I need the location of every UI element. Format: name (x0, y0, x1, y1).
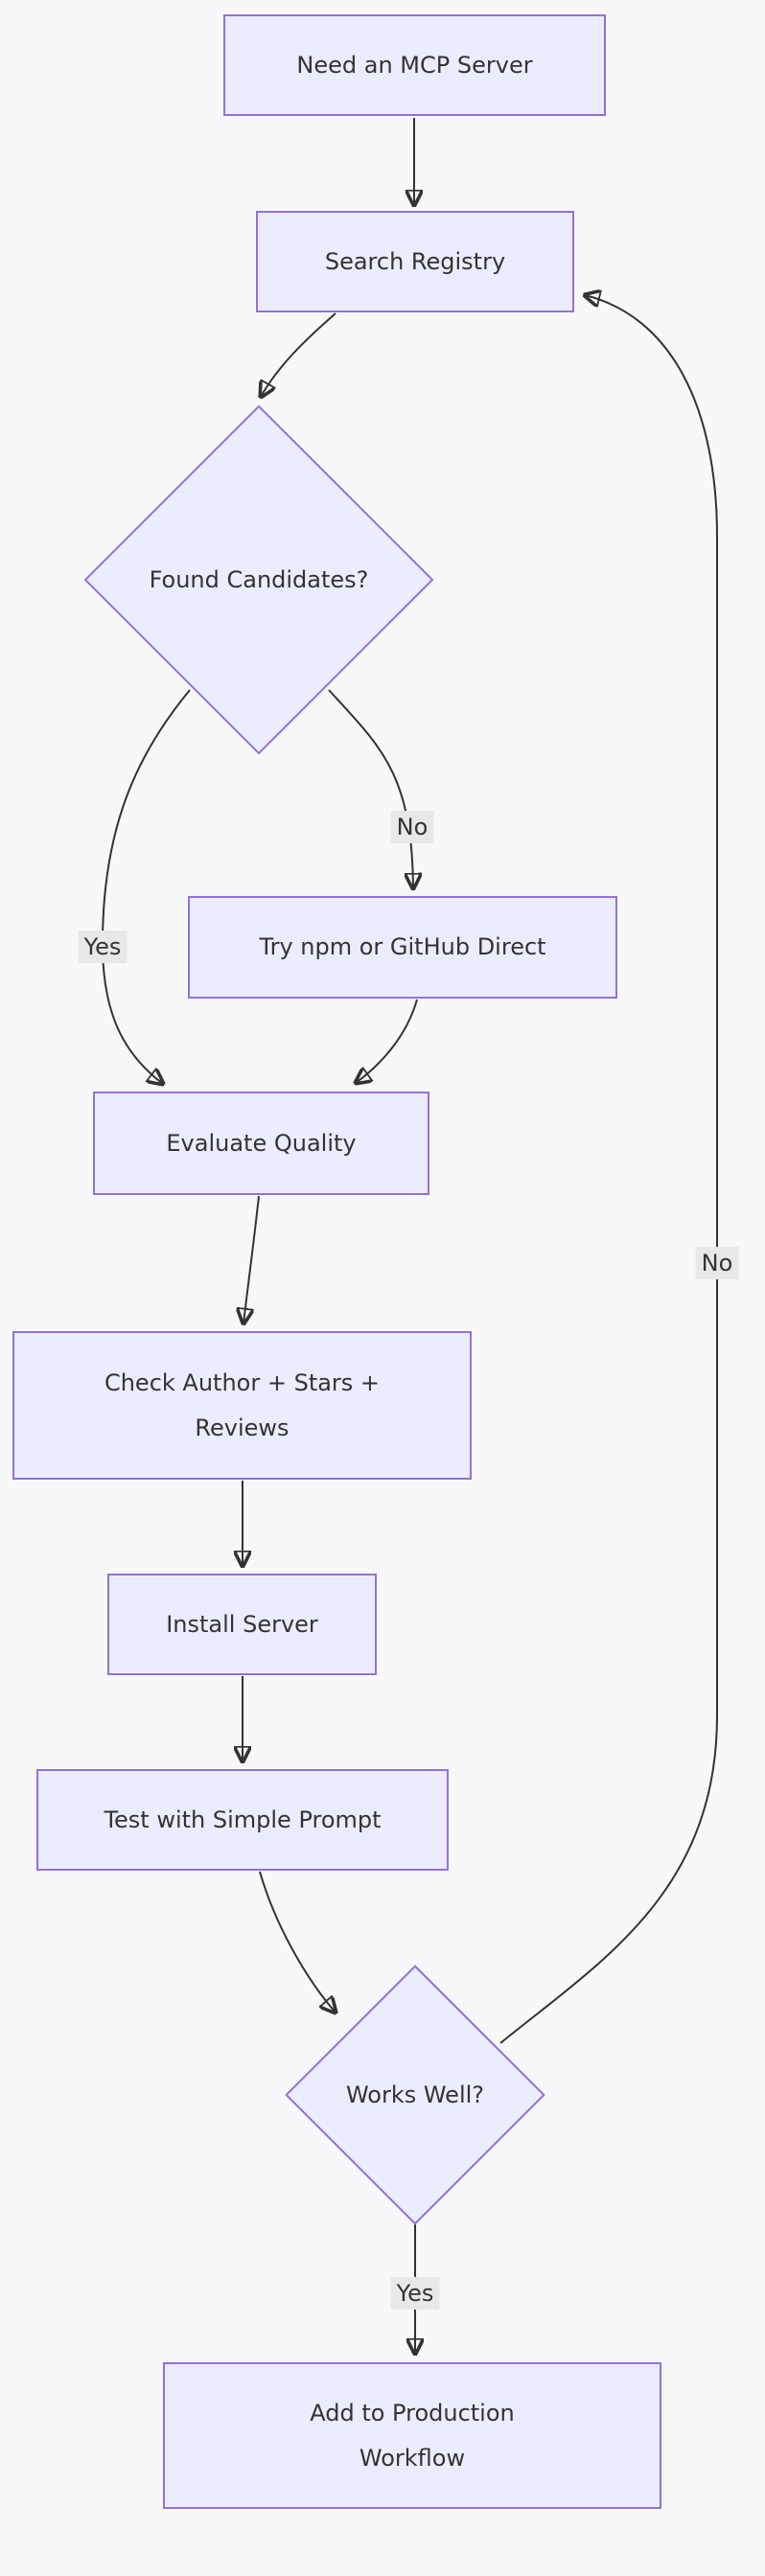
node-test-with-simple-prompt: Test with Simple Prompt (36, 1769, 449, 1871)
edge-label-works-yes-text: Yes (396, 2280, 434, 2307)
edge-label-found-no-text: No (396, 814, 429, 840)
edge-evaluate-to-check (243, 1195, 260, 1323)
edge-label-works-no: No (695, 1247, 739, 1279)
edge-label-works-no-text: No (701, 1250, 733, 1276)
edge-label-found-yes: Yes (78, 931, 128, 963)
node-works-well-label: Works Well? (300, 2076, 530, 2114)
edge-test-to-works (259, 1871, 336, 2012)
edge-try-to-evaluate (356, 999, 418, 1083)
node-add-line-1: Add to Production (310, 2399, 515, 2426)
node-install-server-label: Install Server (166, 1610, 318, 1638)
node-works-well-text: Works Well? (345, 2082, 485, 2108)
node-need-mcp-server: Need an MCP Server (223, 14, 606, 116)
node-need-mcp-server-label: Need an MCP Server (296, 51, 533, 79)
node-test-with-simple-prompt-label: Test with Simple Prompt (104, 1806, 382, 1833)
node-try-npm-or-github: Try npm or GitHub Direct (188, 896, 617, 999)
node-check-line-1: Check Author + Stars + (104, 1368, 381, 1396)
edge-found-no-to-try (328, 689, 413, 888)
node-search-registry: Search Registry (256, 211, 574, 312)
node-add-to-production-workflow: Add to Production Workflow (163, 2362, 661, 2509)
edge-label-found-yes-text: Yes (83, 933, 122, 960)
node-search-registry-label: Search Registry (324, 247, 506, 275)
node-found-candidates-label: Found Candidates? (105, 561, 412, 599)
edge-found-yes-to-evaluate (101, 689, 191, 1084)
edge-search-to-found (261, 312, 336, 397)
node-check-line-2: Reviews (195, 1414, 290, 1441)
node-evaluate-quality-label: Evaluate Quality (166, 1129, 357, 1157)
node-check-author-stars-reviews: Check Author + Stars + Reviews (12, 1331, 472, 1480)
edge-label-works-yes: Yes (390, 2277, 440, 2310)
edge-works-no-to-search (499, 295, 718, 2044)
node-install-server: Install Server (107, 1574, 377, 1675)
node-try-npm-or-github-label: Try npm or GitHub Direct (259, 933, 546, 961)
edge-label-found-no: No (390, 811, 434, 843)
node-found-candidates-text: Found Candidates? (149, 566, 369, 593)
node-evaluate-quality: Evaluate Quality (93, 1092, 429, 1195)
node-add-line-2: Workflow (359, 2444, 466, 2472)
